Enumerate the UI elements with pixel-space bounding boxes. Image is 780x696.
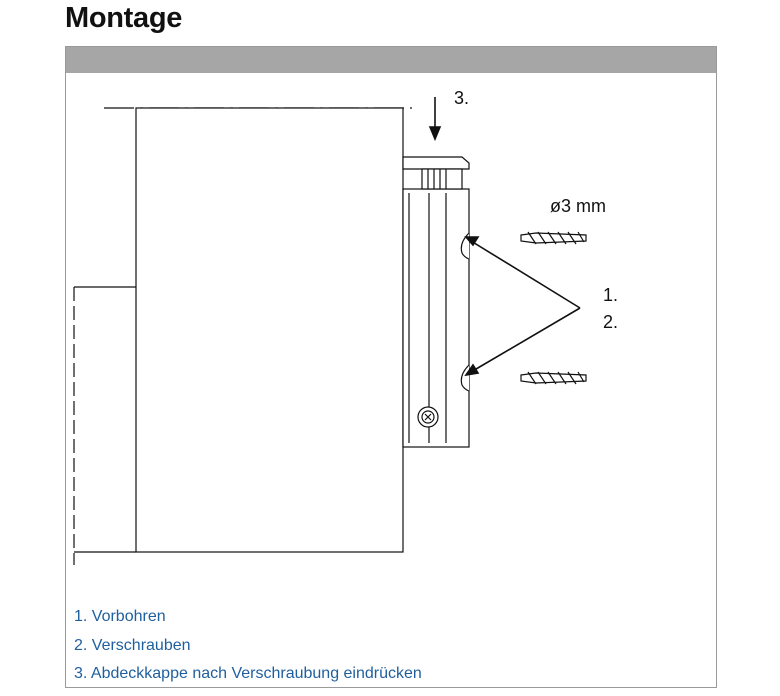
step-item: 3. Abdeckkappe nach Verschraubung eindrü… <box>74 665 422 682</box>
pointer-arrow-lower <box>470 307 581 373</box>
label-step-1: 1. <box>603 285 618 305</box>
page-title: Montage <box>65 2 183 34</box>
label-diameter: ø3 mm <box>550 196 606 216</box>
mounting-panel: 3. ø3 mm 1. 2. 1. Vorbohren 2. Verschrau… <box>65 46 717 688</box>
pointer-arrow-upper <box>470 240 581 309</box>
mounting-surface <box>135 107 404 553</box>
step-item: 1. Vorbohren <box>74 608 166 625</box>
step-list: 1. Vorbohren 2. Verschrauben 3. Abdeckka… <box>74 603 422 689</box>
mounting-drawing: 3. ø3 mm 1. 2. <box>73 88 618 565</box>
panel-header-bar <box>66 47 716 73</box>
step-item: 2. Verschrauben <box>74 636 191 654</box>
cover-cap <box>402 156 470 170</box>
drill-bit-upper <box>520 232 587 244</box>
label-step-2: 2. <box>603 312 618 332</box>
device-housing <box>402 188 470 448</box>
drill-bit-lower <box>520 372 587 384</box>
label-step-3: 3. <box>454 88 469 108</box>
